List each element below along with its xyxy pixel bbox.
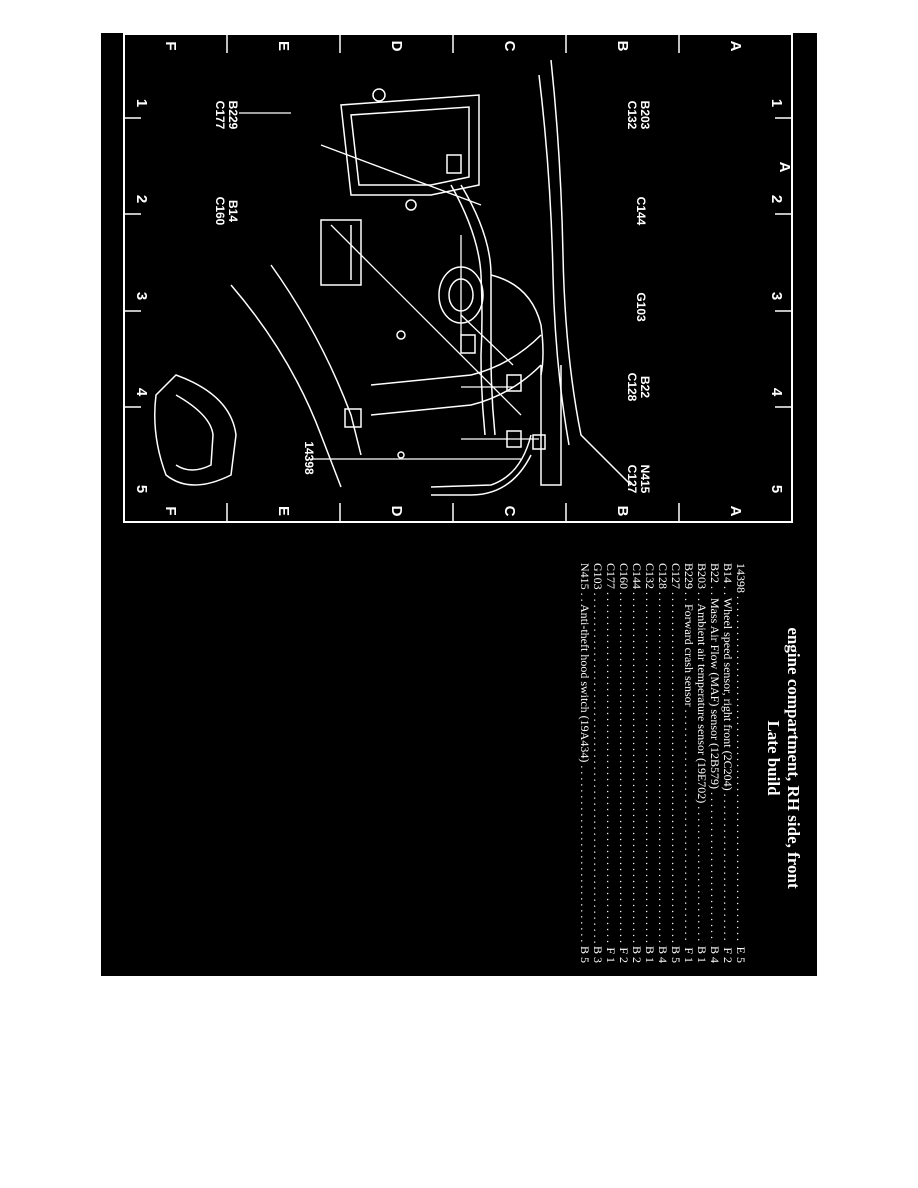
legend-row: B203 . . Ambient air temperature sensor … xyxy=(695,563,709,963)
legend-row: C128B 4 xyxy=(656,563,670,963)
grid-number: 5 xyxy=(133,484,150,494)
grid-number: 2 xyxy=(768,194,785,204)
legend-row: C160F 2 xyxy=(617,563,631,963)
callout-b22-c128: B22 C128 xyxy=(625,372,652,402)
callout-b14-c160: B14 C160 xyxy=(213,196,240,226)
grid-number: 3 xyxy=(768,291,785,301)
grid-number: 1 xyxy=(768,98,785,108)
grid-letter: D xyxy=(388,40,405,52)
callout-c144: C144 xyxy=(634,196,648,226)
grid-letter: E xyxy=(275,40,292,51)
grid-number: 4 xyxy=(768,387,785,397)
grid-number: 4 xyxy=(133,387,150,397)
rotated-content: A 1 2 3 4 5 1 2 3 4 5 A B C D E F A B C … xyxy=(101,33,817,976)
legend-row: C144B 2 xyxy=(630,563,644,963)
grid-letter-top: A xyxy=(776,161,793,173)
callout-b229-c177: B229 C177 xyxy=(213,100,240,130)
grid-letter: F xyxy=(162,506,179,516)
grid-letter: A xyxy=(727,40,744,52)
legend-subtitle: Late build xyxy=(764,720,783,796)
callout-b203-c132: B203 C132 xyxy=(625,100,652,130)
grid-number: 3 xyxy=(133,291,150,301)
legend-list: 14398E 5 B14 . . Wheel speed sensor, rig… xyxy=(578,563,748,963)
grid-letter: E xyxy=(275,505,292,516)
legend-row: N415 . . Anti-theft hood switch (19A434)… xyxy=(578,563,592,963)
legend-row: B229 . . Forward crash sensorF 1 xyxy=(682,563,696,963)
legend-row: 14398E 5 xyxy=(734,563,748,963)
legend-row: B22 . . Mass Air Flow (MAF) sensor (12B5… xyxy=(708,563,722,963)
grid-letter: F xyxy=(162,41,179,51)
legend-row: C177F 1 xyxy=(604,563,618,963)
engine-compartment-illustration xyxy=(125,35,791,521)
grid-number: 2 xyxy=(133,194,150,204)
grid-number: 5 xyxy=(768,484,785,494)
callout-n415-c127: N415 C127 xyxy=(625,464,652,494)
legend-row: C127B 5 xyxy=(669,563,683,963)
callout-g103: G103 xyxy=(634,292,648,322)
diagram-sheet: A 1 2 3 4 5 1 2 3 4 5 A B C D E F A B C … xyxy=(101,33,817,976)
legend: engine compartment, RH side, front Late … xyxy=(101,553,817,963)
legend-row: B14 . . Wheel speed sensor, right front … xyxy=(721,563,735,963)
legend-title: engine compartment, RH side, front xyxy=(784,627,803,889)
grid-number: 1 xyxy=(133,98,150,108)
grid-letter: B xyxy=(614,505,631,517)
callout-14398: 14398 xyxy=(302,441,316,475)
grid-letter: A xyxy=(727,505,744,517)
grid-letter: C xyxy=(501,505,518,517)
diagram-frame: A 1 2 3 4 5 1 2 3 4 5 A B C D E F A B C … xyxy=(123,33,793,523)
grid-letter: B xyxy=(614,40,631,52)
grid-letter: D xyxy=(388,505,405,517)
grid-letter: C xyxy=(501,40,518,52)
